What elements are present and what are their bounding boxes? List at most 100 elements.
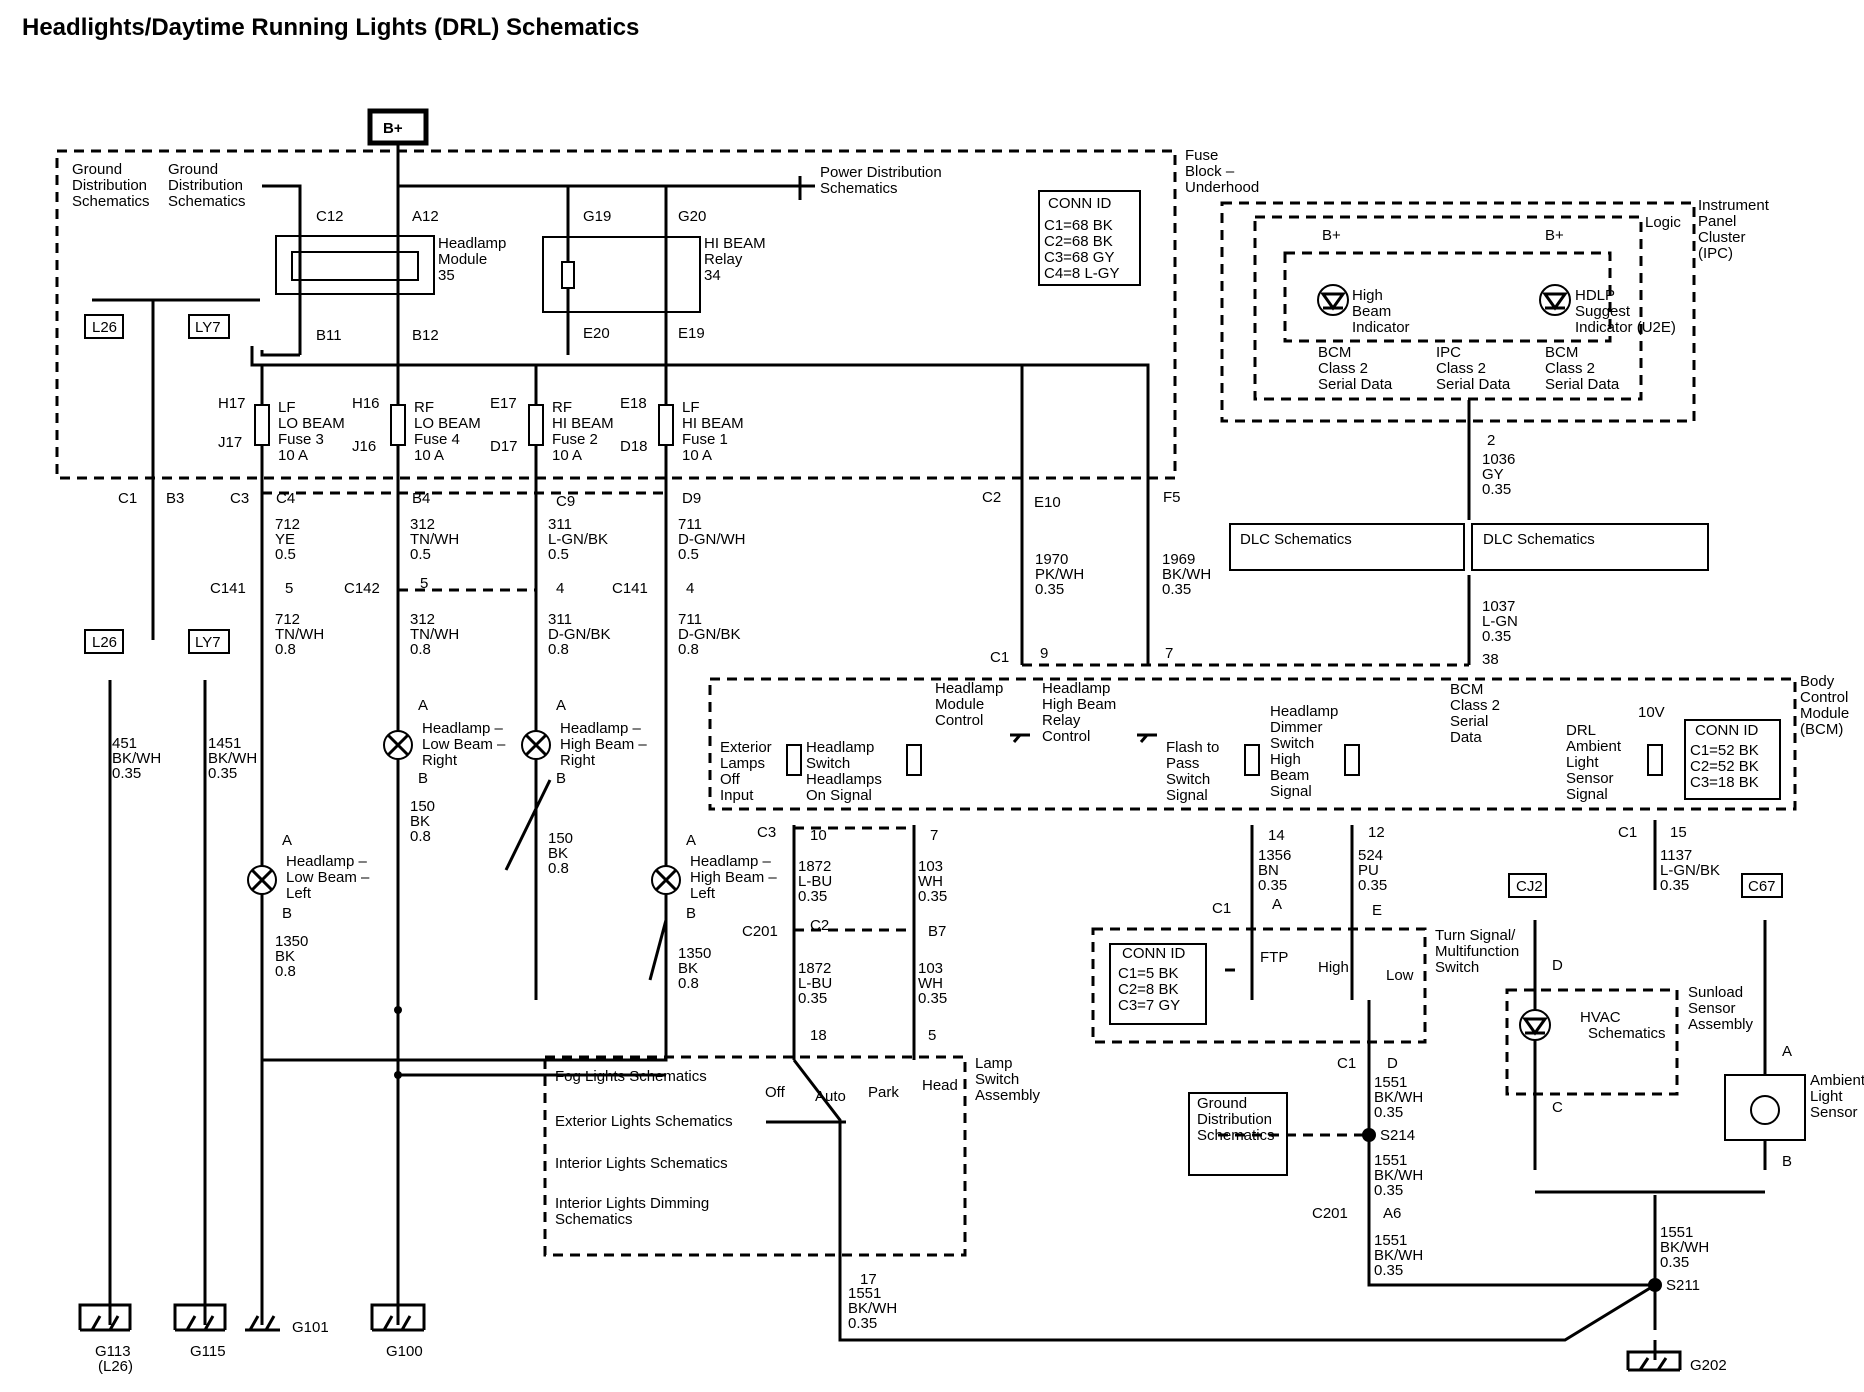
ground-g115-icon	[173, 1303, 227, 1332]
ext-lights-label: Exterior Lights Schematics	[555, 1113, 733, 1130]
ground-g113-icon	[78, 1303, 132, 1332]
l26-mid-label: L26	[92, 634, 117, 651]
svg-text:B: B	[418, 770, 428, 787]
hl-high-left: Headlamp –High Beam –Left	[690, 853, 777, 902]
svg-text:7: 7	[930, 827, 938, 844]
ly7-box-top	[188, 314, 230, 339]
svg-text:G19: G19	[583, 208, 611, 225]
svg-text:17: 17	[860, 1271, 877, 1288]
svg-text:D: D	[1387, 1055, 1398, 1072]
sunload-box	[1505, 988, 1679, 1096]
svg-text:A: A	[1782, 1043, 1792, 1060]
svg-text:E20: E20	[583, 325, 610, 342]
svg-text:D9: D9	[682, 490, 701, 507]
svg-text:A: A	[686, 832, 696, 849]
c67-label: C67	[1748, 878, 1776, 895]
dlc-1: DLC Schematics	[1240, 531, 1352, 548]
g100-label: G100	[386, 1343, 423, 1360]
svg-text:C1: C1	[1212, 900, 1231, 917]
svg-text:C142: C142	[344, 580, 380, 597]
fuses	[254, 404, 674, 446]
lamps	[247, 730, 681, 895]
svg-text:B: B	[282, 905, 292, 922]
svg-text:H16: H16	[352, 395, 380, 412]
hl-low-right: Headlamp –Low Beam –Right	[422, 720, 506, 769]
bplus-label: B+	[383, 120, 403, 137]
dlc-2: DLC Schematics	[1483, 531, 1595, 548]
ipc-bplus-1: B+	[1322, 227, 1341, 244]
svg-text:D17: D17	[490, 438, 518, 455]
g113-label: G113(L26)	[95, 1343, 133, 1375]
indicators	[1317, 284, 1806, 1141]
l26-top-label: L26	[92, 319, 117, 336]
conn-id-turn-box	[1109, 943, 1207, 1025]
svg-text:5: 5	[928, 1027, 936, 1044]
svg-text:38: 38	[1482, 651, 1499, 668]
svg-text:B: B	[686, 905, 696, 922]
int-lights-label: Interior Lights Schematics	[555, 1155, 728, 1172]
module-boxes	[55, 149, 1797, 1257]
svg-text:F5: F5	[1163, 489, 1181, 506]
svg-text:E18: E18	[620, 395, 647, 412]
fog-label: Fog Lights Schematics	[555, 1068, 707, 1085]
svg-text:C3: C3	[757, 824, 776, 841]
svg-text:E10: E10	[1034, 494, 1061, 511]
svg-text:15: 15	[1670, 824, 1687, 841]
l26-box-top	[84, 314, 124, 339]
high-beam-indicator-icon	[1317, 284, 1349, 316]
svg-text:A12: A12	[412, 208, 439, 225]
splice-s214	[1362, 1128, 1376, 1142]
sunload-led-icon	[1519, 1009, 1551, 1041]
dlc-box-2	[1471, 523, 1709, 571]
svg-text:E: E	[1372, 902, 1382, 919]
sw-auto: Auto	[815, 1088, 846, 1105]
svg-text:C2: C2	[810, 917, 829, 934]
svg-text:E17: E17	[490, 395, 517, 412]
bcm-box	[708, 677, 1797, 811]
fuse-2-icon	[528, 404, 544, 446]
svg-text:B11: B11	[316, 327, 342, 344]
ly7-mid-label: LY7	[195, 634, 221, 651]
ipc-bplus-2: B+	[1545, 227, 1564, 244]
s214-label: S214	[1380, 1127, 1415, 1144]
fuse-4-icon	[390, 404, 406, 446]
ground-g202-icon	[1626, 1350, 1682, 1372]
headlamp-low-right-icon	[383, 730, 413, 760]
svg-text:7: 7	[1165, 645, 1173, 662]
hl-low-left: Headlamp –Low Beam –Left	[286, 853, 370, 902]
ground-hb-relay-icon	[1137, 733, 1157, 743]
turn-signal-box	[1091, 927, 1427, 1044]
